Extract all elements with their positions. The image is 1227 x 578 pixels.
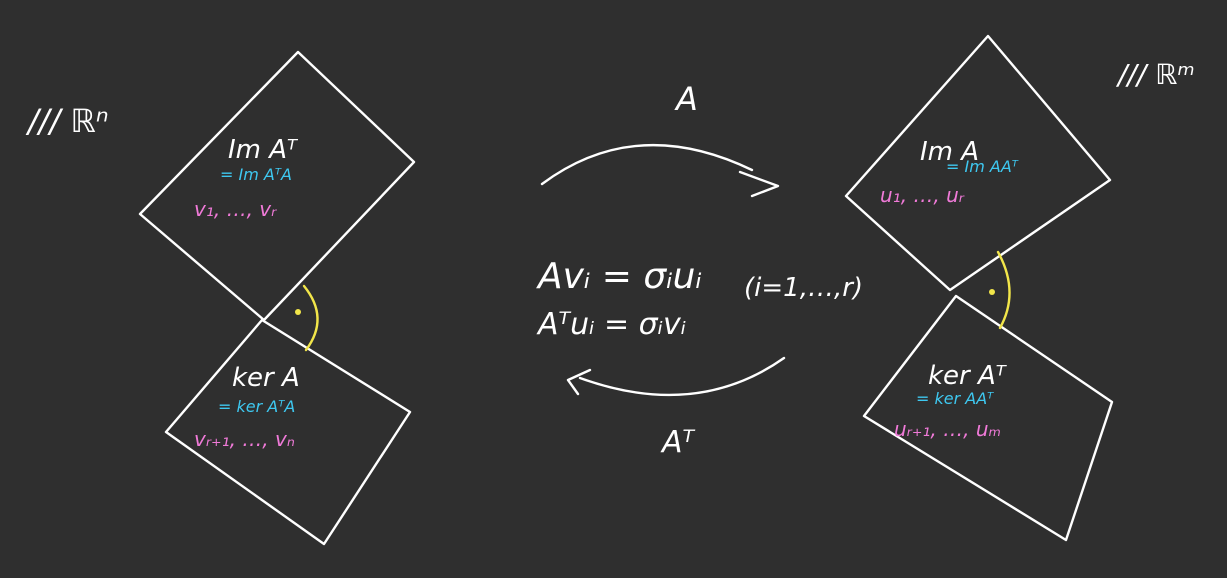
left-top-equiv: = Im AᵀA [220, 165, 292, 184]
left-space-group: /// ℝⁿ Im Aᵀ = Im AᵀA v₁, …, vᵣ ker A = … [25, 50, 416, 546]
left-bottom-box [164, 318, 412, 546]
left-top-box [138, 50, 416, 322]
forward-arrowhead [738, 170, 780, 198]
left-bottom-title: ker A [232, 363, 300, 393]
right-top-basis: u₁, …, uᵣ [880, 183, 965, 207]
left-bottom-basis: vᵣ₊₁, …, vₙ [194, 427, 295, 451]
left-top-title: Im Aᵀ [228, 135, 299, 165]
right-bottom-box [862, 294, 1114, 542]
left-right-angle-arc [302, 284, 319, 352]
index-range: (i=1,…,r) [744, 273, 863, 303]
left-space-label: /// ℝⁿ [25, 102, 109, 140]
forward-arc [540, 143, 754, 186]
right-bottom-title: ker Aᵀ [928, 361, 1008, 391]
right-space-label: /// ℝᵐ [1115, 58, 1195, 91]
equation-forward: Avᵢ = σᵢuᵢ [536, 256, 702, 297]
right-bottom-equiv: = ker AAᵀ [916, 389, 994, 408]
backward-map-label: Aᵀ [660, 425, 696, 460]
equation-backward: Aᵀuᵢ = σᵢvᵢ [536, 307, 686, 342]
left-right-angle-dot [295, 309, 301, 315]
left-bottom-equiv: = ker AᵀA [218, 397, 295, 416]
right-top-box [844, 34, 1112, 292]
forward-map-label: A [674, 80, 698, 118]
right-top-title: Im A [920, 137, 979, 167]
right-space-group: /// ℝᵐ Im A = Im AAᵀ u₁, …, uᵣ ker Aᵀ = … [844, 34, 1195, 542]
right-right-angle-arc [996, 250, 1011, 330]
right-bottom-basis: uᵣ₊₁, …, uₘ [894, 417, 1001, 441]
right-top-equiv: = Im AAᵀ [946, 157, 1019, 176]
right-right-angle-dot [989, 289, 995, 295]
left-top-basis: v₁, …, vᵣ [194, 197, 277, 221]
backward-arc [578, 356, 786, 397]
center-group: A Avᵢ = σᵢuᵢ Aᵀuᵢ = σᵢvᵢ (i=1,…,r) Aᵀ [536, 80, 863, 460]
backward-arrowhead [566, 368, 592, 396]
